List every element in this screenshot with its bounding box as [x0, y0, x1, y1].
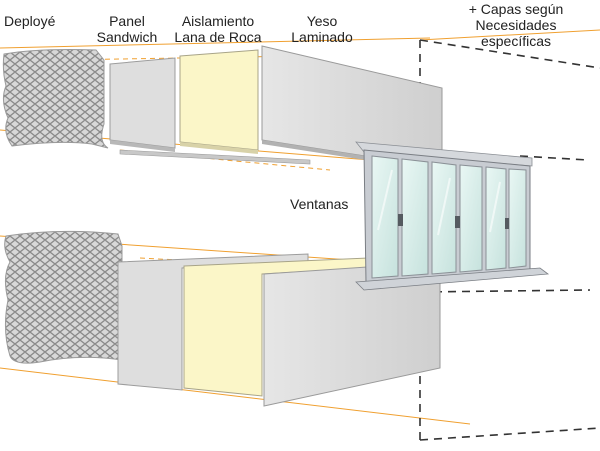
label-ventanas-text: Ventanas [290, 196, 349, 212]
label-capas-adicionales: + Capas según Necesidades específicas [432, 1, 600, 49]
label-yeso-laminado: Yeso Laminado [280, 13, 364, 45]
label-ventanas: Ventanas [290, 196, 348, 212]
label-yeso-line1: Yeso [306, 13, 338, 29]
label-capas-line2: Necesidades [475, 17, 557, 33]
label-panel-line2: Sandwich [96, 29, 158, 45]
guide-line-bottom-lower [0, 367, 471, 425]
label-aislamiento-line1: Aislamiento [181, 13, 255, 29]
dashed-outline-bottom [419, 289, 600, 441]
panel-sandwich-bottom [117, 253, 309, 391]
label-deploye: Deployé [4, 13, 55, 29]
guide-line-top-upper [0, 37, 431, 49]
label-panel-line1: Panel [109, 13, 145, 29]
panel-sandwich-top [109, 57, 176, 149]
label-capas-line1: + Capas según [468, 1, 564, 17]
mesh-panel-top [2, 49, 109, 149]
label-aislamiento-line2: Lana de Roca [174, 29, 262, 45]
window-unit [355, 141, 550, 291]
dashed-outline-top [419, 39, 600, 161]
mesh-panel-bottom [4, 230, 123, 364]
guide-line-mid-dashed [119, 149, 331, 171]
guide-line-right-top [419, 29, 600, 41]
label-yeso-line2: Laminado [291, 29, 353, 45]
label-panel-sandwich: Panel Sandwich [88, 13, 166, 45]
label-aislamiento: Aislamiento Lana de Roca [168, 13, 268, 45]
label-deploye-text: Deployé [4, 13, 56, 29]
insulation-panel-top [179, 49, 259, 151]
label-capas-line3: específicas [480, 33, 552, 49]
